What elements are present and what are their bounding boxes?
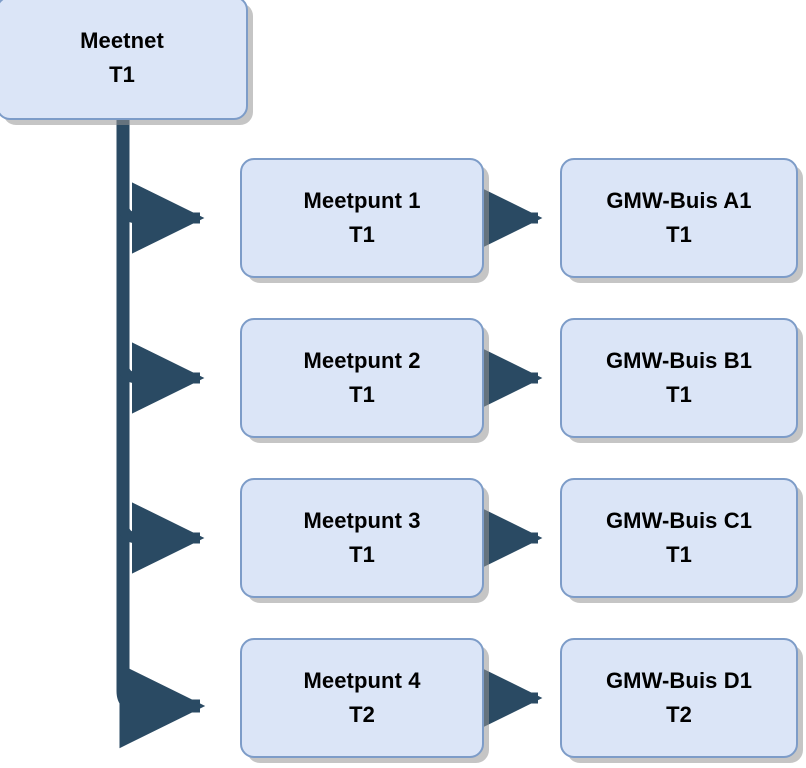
node-meetpunt-1-name: Meetpunt 1 [303, 188, 421, 213]
node-gmw-buis-b1[interactable]: GMW-Buis B1 T1 [560, 318, 798, 438]
node-meetpunt-2-name: Meetpunt 2 [303, 348, 421, 373]
node-meetnet-name: Meetnet [80, 28, 164, 53]
node-meetpunt-2[interactable]: Meetpunt 2 T1 [240, 318, 484, 438]
node-gmw-buis-a1-name: GMW-Buis A1 [606, 188, 752, 213]
node-meetpunt-3-version: T1 [349, 542, 375, 567]
node-gmw-buis-d1[interactable]: GMW-Buis D1 T2 [560, 638, 798, 758]
node-meetpunt-4-version: T2 [349, 702, 375, 727]
trunk-connector [116, 118, 206, 749]
node-meetpunt-4-name: Meetpunt 4 [303, 668, 421, 693]
node-gmw-buis-d1-version: T2 [666, 702, 692, 727]
branch-connector-1 [117, 182, 205, 254]
node-meetpunt-1-version: T1 [349, 222, 375, 247]
node-gmw-buis-c1-name: GMW-Buis C1 [605, 508, 753, 533]
node-meetpunt-4[interactable]: Meetpunt 4 T2 [240, 638, 484, 758]
node-meetnet[interactable]: Meetnet T1 [0, 0, 248, 120]
node-meetpunt-3-name: Meetpunt 3 [303, 508, 421, 533]
node-meetpunt-1[interactable]: Meetpunt 1 T1 [240, 158, 484, 278]
node-meetnet-version: T1 [109, 62, 135, 87]
node-meetpunt-3[interactable]: Meetpunt 3 T1 [240, 478, 484, 598]
node-gmw-buis-a1[interactable]: GMW-Buis A1 T1 [560, 158, 798, 278]
branch-connector-2 [117, 342, 205, 414]
branch-connector-3 [117, 502, 205, 574]
node-gmw-buis-a1-version: T1 [666, 222, 692, 247]
node-meetpunt-2-version: T1 [349, 382, 375, 407]
node-gmw-buis-d1-name: GMW-Buis D1 [605, 668, 753, 693]
node-gmw-buis-b1-version: T1 [666, 382, 692, 407]
node-gmw-buis-b1-name: GMW-Buis B1 [605, 348, 753, 373]
node-gmw-buis-c1-version: T1 [666, 542, 692, 567]
node-gmw-buis-c1[interactable]: GMW-Buis C1 T1 [560, 478, 798, 598]
